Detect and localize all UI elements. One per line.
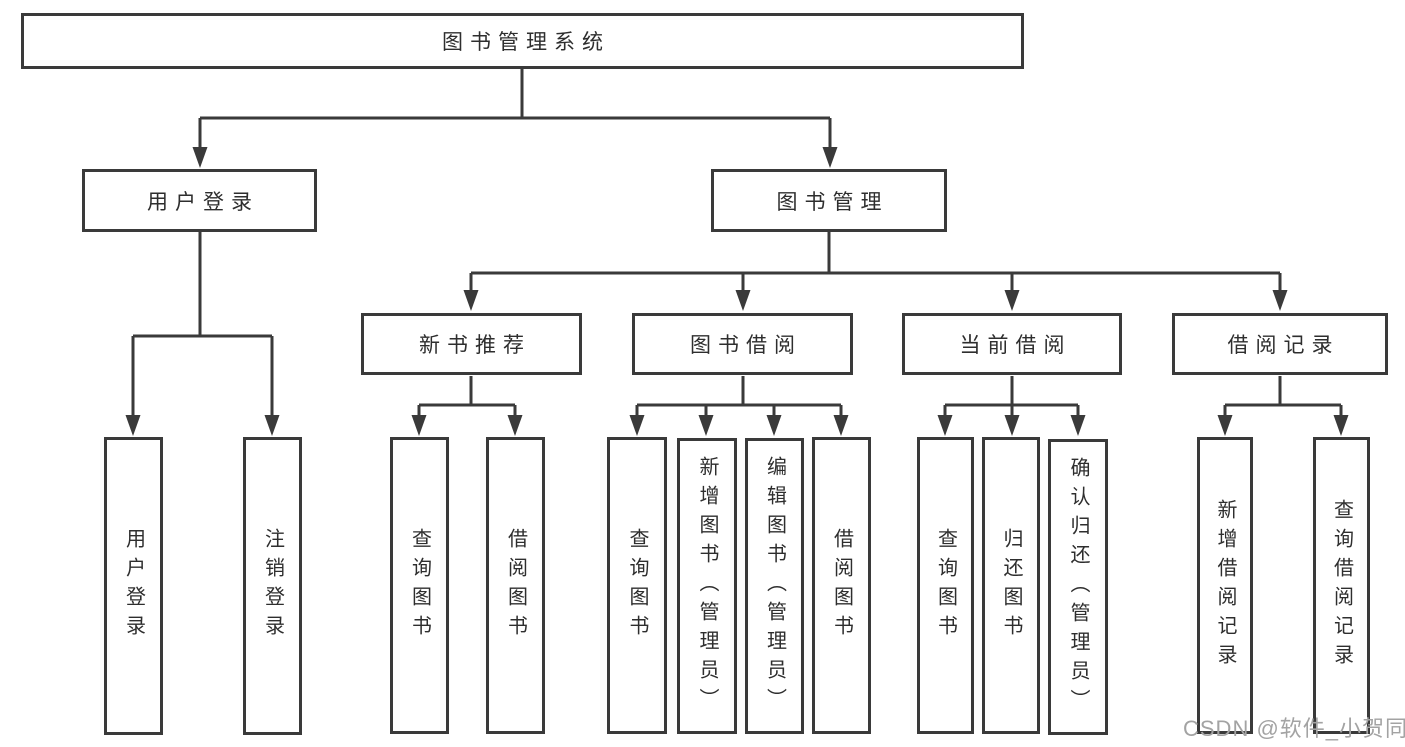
node-new-book-recommend: 新书推荐 — [361, 313, 582, 375]
leaf-logout: 注销登录 — [243, 437, 302, 735]
leaf-label: 查询图书 — [408, 527, 431, 644]
leaf-query-book-borrow: 查询图书 — [607, 437, 667, 734]
leaf-label: 借阅图书 — [504, 527, 527, 644]
leaf-label: 编辑图书（管理员） — [763, 455, 786, 717]
leaf-query-borrow-record: 查询借阅记录 — [1313, 437, 1370, 734]
node-label: 新书推荐 — [419, 334, 531, 357]
leaf-edit-book-admin: 编辑图书（管理员） — [745, 438, 804, 734]
node-book-management: 图书管理 — [711, 169, 947, 232]
leaf-label: 确认归还（管理员） — [1067, 456, 1089, 718]
leaf-label: 新增借阅记录 — [1214, 498, 1236, 673]
leaf-return-book: 归还图书 — [982, 437, 1040, 734]
leaf-label: 借阅图书 — [830, 527, 853, 644]
leaf-query-book-current: 查询图书 — [917, 437, 974, 734]
node-book-borrow: 图书借阅 — [632, 313, 853, 375]
node-label: 当前借阅 — [959, 334, 1072, 357]
node-label: 用户登录 — [147, 190, 259, 214]
node-user-login: 用户登录 — [82, 169, 317, 232]
leaf-label: 查询图书 — [934, 527, 957, 644]
leaf-query-book-recommend: 查询图书 — [390, 437, 449, 734]
node-label: 图书管理系统 — [442, 31, 610, 54]
node-borrow-record: 借阅记录 — [1172, 313, 1388, 375]
leaf-label: 查询图书 — [626, 527, 648, 644]
leaf-label: 查询借阅记录 — [1330, 498, 1353, 673]
leaf-confirm-return-admin: 确认归还（管理员） — [1048, 439, 1108, 735]
node-label: 图书管理 — [776, 190, 889, 214]
leaf-label: 归还图书 — [1000, 527, 1022, 644]
leaf-borrow-book-recommend: 借阅图书 — [486, 437, 545, 734]
node-label: 借阅记录 — [1227, 334, 1340, 357]
leaf-add-borrow-record: 新增借阅记录 — [1197, 437, 1253, 734]
leaf-add-book-admin: 新增图书（管理员） — [677, 438, 737, 734]
node-label: 图书借阅 — [690, 334, 802, 357]
leaf-user-login: 用户登录 — [104, 437, 163, 735]
node-root-system: 图书管理系统 — [21, 13, 1024, 69]
csdn-watermark: CSDN @软件_小贺同学 — [1183, 716, 1405, 741]
leaf-label: 用户登录 — [122, 528, 145, 644]
leaf-borrow-book: 借阅图书 — [812, 437, 871, 734]
leaf-label: 新增图书（管理员） — [696, 455, 718, 717]
node-current-borrow: 当前借阅 — [902, 313, 1122, 375]
leaf-label: 注销登录 — [261, 528, 284, 644]
